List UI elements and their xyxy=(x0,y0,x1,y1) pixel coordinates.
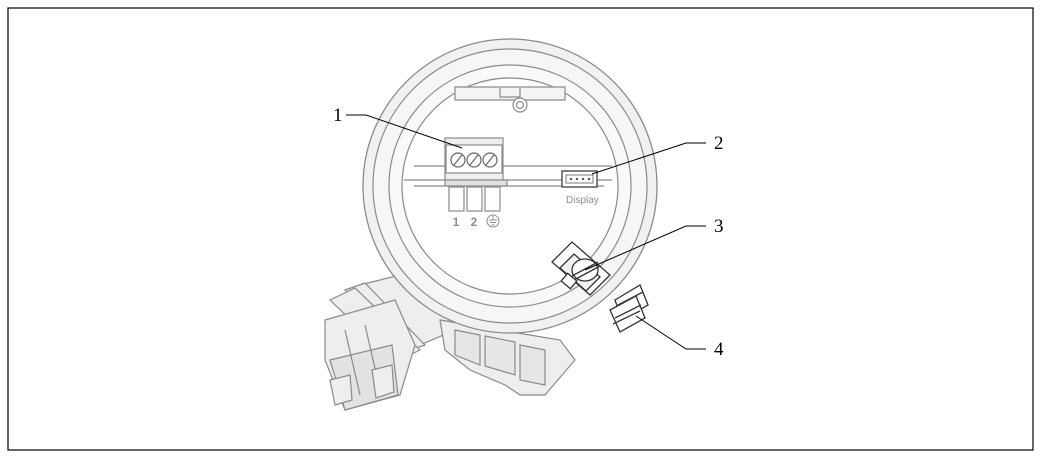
terminal-screw-2-icon xyxy=(466,152,482,168)
callout-3: 3 xyxy=(714,216,724,237)
leader-line-2 xyxy=(591,142,706,175)
display-connector xyxy=(561,170,598,188)
leader-line-3 xyxy=(584,225,706,271)
external-ground-screw xyxy=(609,284,649,333)
leader-line-4 xyxy=(635,315,706,350)
callout-1: 1 xyxy=(333,105,343,126)
terminal-label-2: 2 xyxy=(471,215,478,229)
bracket-screw-icon xyxy=(512,97,528,113)
terminal-screw-1-icon xyxy=(450,152,466,168)
terminal-screw-3-icon xyxy=(482,152,498,168)
figure-frame xyxy=(7,7,1034,451)
leader-lines xyxy=(346,114,706,350)
cable-gland xyxy=(324,269,456,411)
ground-symbol-icon xyxy=(486,214,500,228)
terminal-block xyxy=(444,137,508,212)
housing-lower-body xyxy=(439,319,576,396)
top-mounting-bracket xyxy=(454,86,566,113)
terminal-label-1: 1 xyxy=(453,215,460,229)
display-connector-label: Display xyxy=(566,195,599,206)
callout-4: 4 xyxy=(714,339,724,360)
leader-line-1 xyxy=(346,114,463,149)
callout-2: 2 xyxy=(714,133,724,154)
